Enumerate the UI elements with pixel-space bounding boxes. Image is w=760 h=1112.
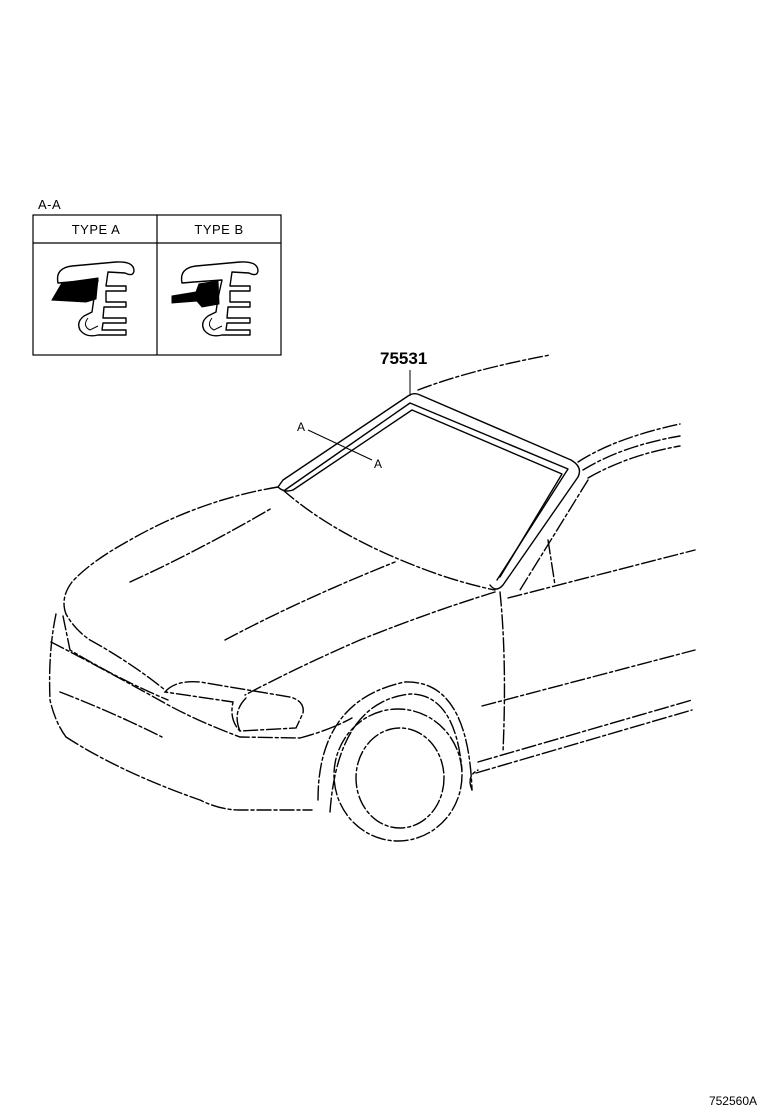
type-a-hook: [84, 317, 99, 331]
type-b-glass-edge: [171, 280, 220, 308]
front-corner: [63, 581, 166, 691]
molding-inner-line: [292, 409, 563, 578]
callouts: 75531 A A: [297, 349, 427, 471]
fender-rear-lower: [469, 769, 479, 791]
wheel-arch-inner: [329, 693, 463, 813]
section-label: A-A: [38, 197, 61, 212]
molding-middle-line: [284, 402, 569, 581]
car-body-outline: [48, 354, 696, 842]
bumper-bottom: [65, 736, 313, 811]
type-b-label: TYPE B: [194, 222, 243, 237]
hood-crease-right: [224, 561, 396, 641]
a-pillar-rear-edge: [519, 479, 589, 591]
cowl-line: [282, 489, 496, 591]
section-mark-end: A: [374, 457, 382, 471]
fender-lower-front: [299, 717, 353, 739]
section-mark-start: A: [297, 420, 305, 434]
bumper-line-middle: [50, 641, 301, 739]
roof-rail-line-2: [582, 435, 681, 471]
rocker-line-lower: [475, 709, 693, 774]
type-b-molding-cap: [180, 261, 259, 337]
molding-outer-line: [277, 393, 581, 590]
windshield-molding: [277, 393, 581, 590]
type-a-label: TYPE A: [72, 222, 121, 237]
type-b-hook: [208, 317, 223, 331]
quarter-window-edge: [547, 539, 556, 586]
bumper-line-lower: [59, 691, 163, 738]
part-number-75531: 75531: [380, 349, 427, 368]
roof-rail-line-1: [577, 423, 681, 463]
illustration-code: 752560A: [709, 1094, 757, 1108]
roof-front-edge: [417, 354, 551, 391]
hood-front-edge: [71, 486, 279, 583]
wheel-arch-outer: [317, 681, 473, 801]
type-b-cross-section: [171, 261, 259, 337]
hood-crease-left: [129, 507, 273, 583]
door-front-edge: [499, 591, 506, 753]
grille-line-upper: [62, 615, 169, 701]
bumper-front-left: [48, 613, 67, 738]
front-tire: [333, 708, 463, 842]
section-inset: A-A TYPE A TYPE B: [32, 197, 282, 356]
front-wheel-rim: [355, 727, 445, 829]
headlight-inner: [236, 697, 247, 732]
fender-top-line: [244, 591, 496, 696]
roof-rail-line-3: [587, 445, 681, 479]
headlight-outer: [163, 681, 304, 732]
door-belt-line: [507, 549, 696, 599]
section-cut-line: [307, 429, 373, 461]
rocker-line-upper: [477, 699, 693, 763]
type-a-cross-section: [51, 261, 135, 337]
type-a-glass-edge: [51, 277, 99, 303]
side-character-line: [481, 649, 696, 707]
